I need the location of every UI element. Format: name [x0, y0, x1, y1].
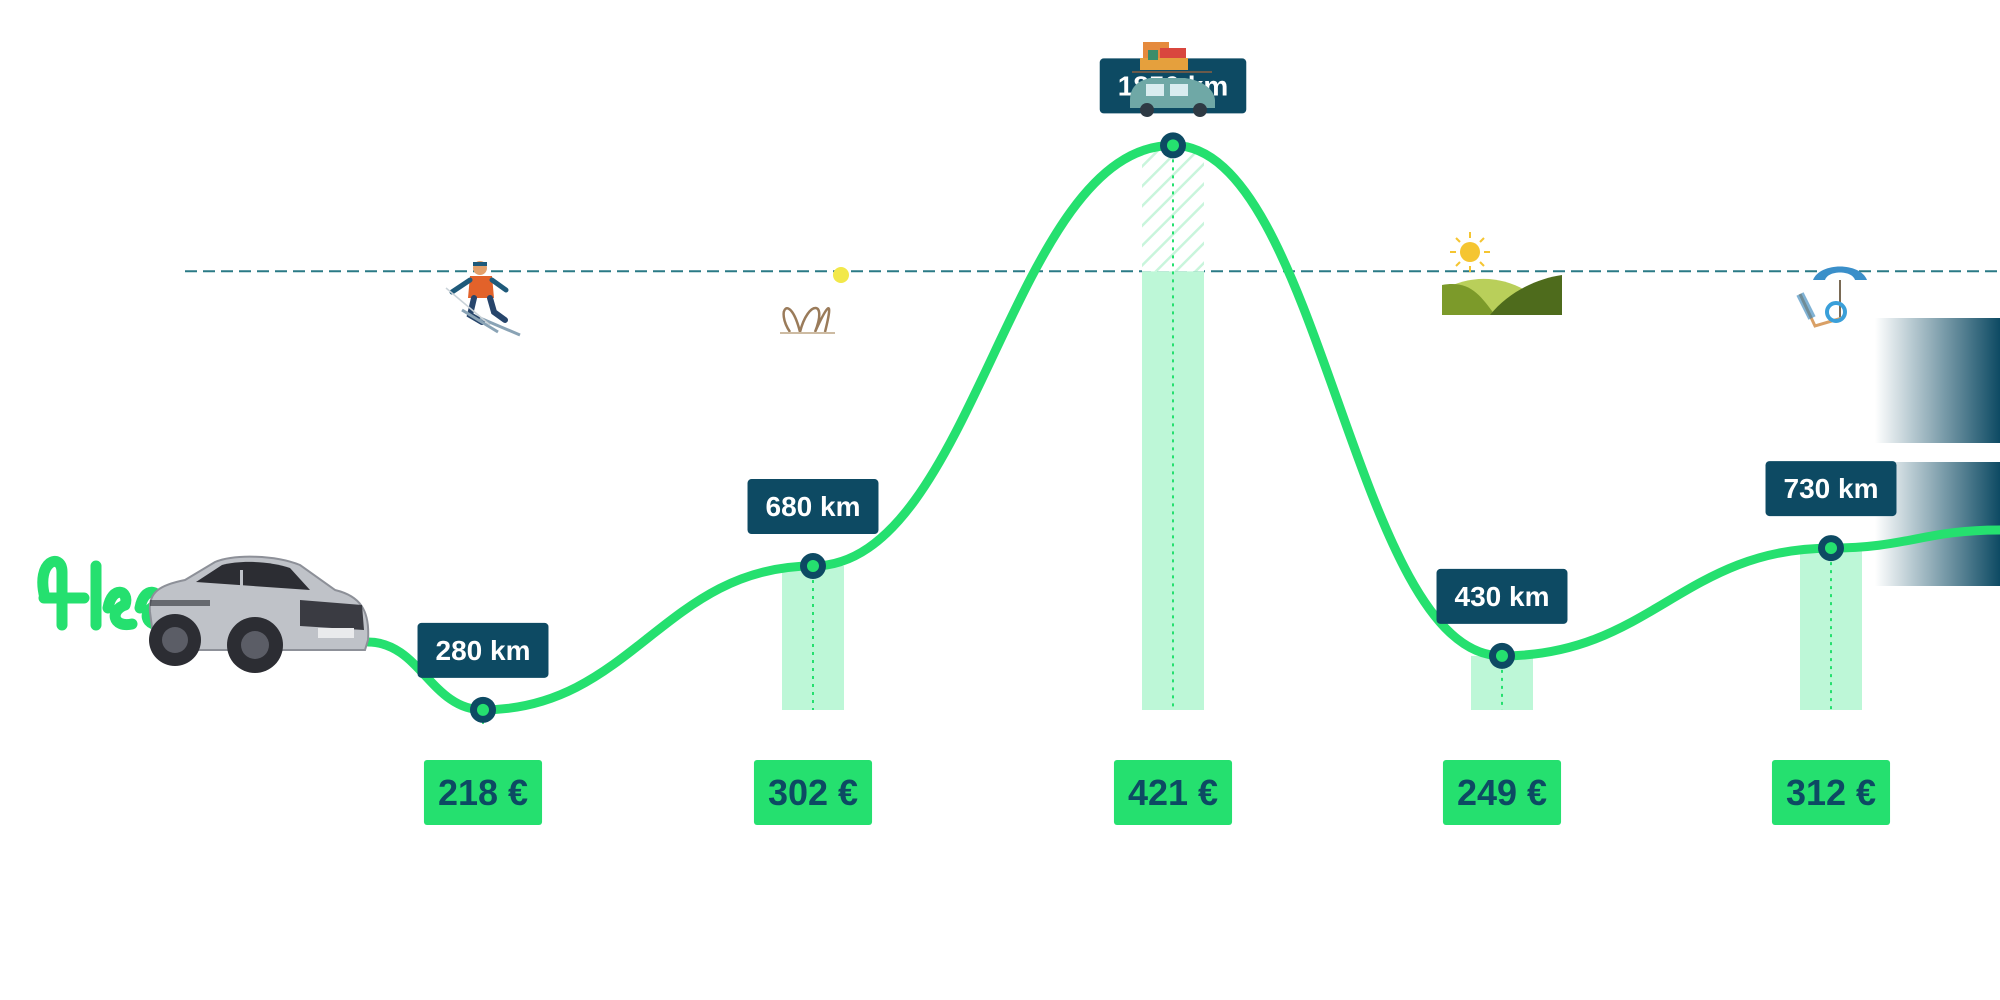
price-label: 249 € — [1442, 760, 1562, 825]
price-label: 312 € — [1771, 760, 1891, 825]
svg-text:421 €: 421 € — [1128, 772, 1218, 813]
markers-layer — [470, 132, 1844, 723]
svg-text:280 km: 280 km — [436, 635, 531, 666]
svg-text:730 km: 730 km — [1784, 473, 1879, 504]
logo-text: flee — [40, 639, 42, 641]
price-label: 421 € — [1113, 760, 1233, 825]
flee-logo: flee — [37, 556, 170, 641]
loaded-car-icon — [1130, 42, 1215, 117]
svg-text:218 €: 218 € — [438, 772, 528, 813]
plant-sun-icon — [780, 267, 849, 334]
km-label: 680 km — [747, 479, 879, 535]
data-point-marker — [470, 696, 496, 723]
data-point-marker — [800, 553, 826, 580]
skier-icon — [445, 261, 521, 337]
hills-sun-icon — [1442, 232, 1562, 315]
data-point-marker — [1489, 642, 1515, 669]
beach-chair-icon — [1796, 266, 1867, 328]
bars-layer — [452, 147, 1862, 724]
data-point-marker — [1818, 535, 1844, 562]
svg-text:302 €: 302 € — [768, 772, 858, 813]
car-illustration — [148, 555, 370, 673]
prices-layer: 218 € 302 € 421 € 249 € 312 € — [423, 760, 1891, 825]
km-label: 280 km — [417, 622, 549, 678]
price-label: 302 € — [753, 760, 873, 825]
svg-text:680 km: 680 km — [766, 491, 861, 522]
logo-swoosh — [37, 556, 170, 631]
km-label: 430 km — [1436, 568, 1568, 624]
data-point-marker — [1160, 132, 1186, 159]
price-label: 218 € — [423, 760, 543, 825]
km-label: 730 km — [1765, 461, 1897, 517]
svg-text:312 €: 312 € — [1786, 772, 1876, 813]
svg-text:430 km: 430 km — [1455, 581, 1550, 612]
right-fade-panels — [1875, 318, 2000, 586]
svg-text:249 €: 249 € — [1457, 772, 1547, 813]
